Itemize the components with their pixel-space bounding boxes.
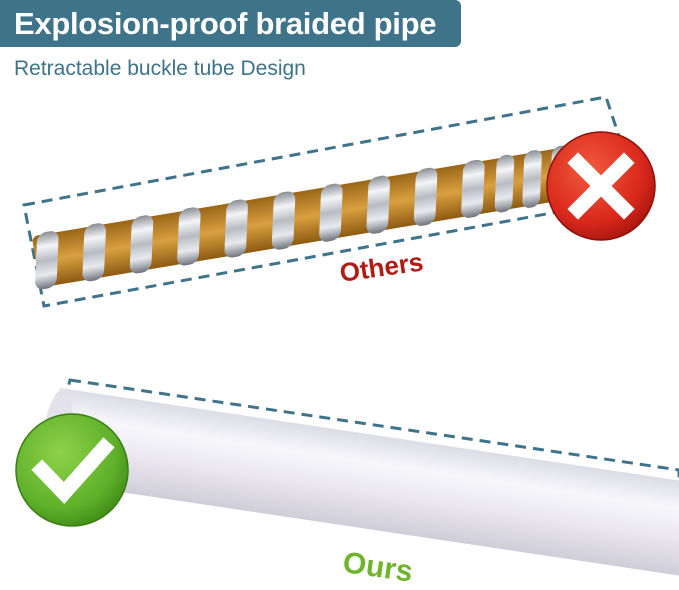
others-steel-hose xyxy=(32,140,612,290)
check-icon xyxy=(15,413,129,527)
cross-icon xyxy=(546,131,656,241)
page-subtitle: Retractable buckle tube Design xyxy=(14,57,306,80)
page-title: Explosion-proof braided pipe xyxy=(14,5,437,41)
title-banner: Explosion-proof braided pipe xyxy=(0,0,461,47)
